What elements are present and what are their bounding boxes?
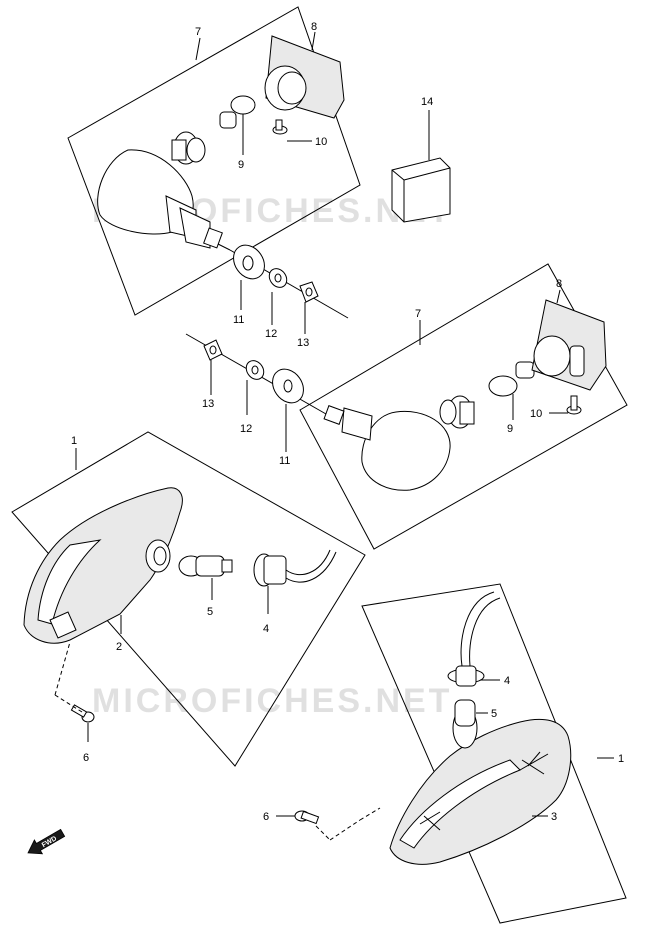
callout-6-lower-right: 6 (263, 811, 269, 823)
callout-11-upper: 11 (233, 314, 244, 326)
callout-9-upper-right: 9 (507, 423, 513, 435)
mount-hardware-lower: 13 12 11 (185, 333, 327, 467)
bulb-upper-right (488, 361, 535, 397)
callout-1-lower-right: 1 (618, 753, 624, 765)
callout-4-lower-left: 4 (263, 623, 269, 635)
callout-1-lower-left: 1 (71, 435, 77, 447)
bulb-lower-right (452, 699, 478, 749)
callout-8-upper-right: 8 (556, 278, 562, 290)
front-turn-signal-left-group: 1 2 5 4 6 (11, 431, 366, 767)
callout-4-lower-right: 4 (504, 675, 510, 687)
screw-upper-left (272, 119, 288, 135)
callout-2: 2 (116, 641, 122, 653)
front-turn-signal-right-group: 4 5 1 3 6 (263, 583, 627, 924)
callout-7-upper-right: 7 (415, 308, 421, 320)
screw-upper-right (566, 395, 582, 415)
turn-signal-housing-upper-left (97, 149, 231, 251)
callout-10-upper-left: 10 (315, 136, 327, 148)
rear-turn-signal-right-group: 7 8 9 10 (299, 263, 628, 550)
group-frame-upper-right (299, 263, 628, 550)
callout-3: 3 (551, 811, 557, 823)
callout-6-lower-left: 6 (83, 752, 89, 764)
lens-upper-left (264, 35, 345, 119)
callout-13-upper: 13 (297, 337, 309, 349)
flasher-relay: 14 (391, 96, 451, 223)
callout-14: 14 (421, 96, 433, 108)
callout-5-lower-right: 5 (491, 708, 497, 720)
group-frame-upper-left (67, 6, 361, 316)
callout-11-lower: 11 (279, 455, 290, 467)
turn-signal-housing-lower-right (389, 718, 572, 865)
turn-signal-housing-upper-right (323, 405, 451, 491)
callout-8-upper-left: 8 (311, 21, 317, 33)
bulb-lower-left (178, 555, 233, 577)
lens-upper-right (531, 299, 607, 391)
callout-12-lower: 12 (240, 423, 252, 435)
bulb-upper-left (219, 95, 256, 129)
callout-10-upper-right: 10 (530, 408, 542, 420)
screw-lower-right (294, 810, 320, 825)
rear-turn-signal-left-group: 7 8 9 10 (67, 6, 361, 316)
mount-hardware-upper: 11 12 13 (229, 244, 349, 349)
bulb-socket-lower-right (447, 591, 501, 687)
forward-direction-marker: FWD (27, 828, 66, 855)
callout-7-upper-left: 7 (195, 26, 201, 38)
bulb-socket-upper-left (171, 131, 206, 165)
watermark-bottom: MICROFICHES.NET (92, 682, 452, 720)
bulb-socket-upper-right (439, 395, 475, 429)
callout-5-lower-left: 5 (207, 606, 213, 618)
turn-signal-housing-lower-left (23, 487, 183, 644)
callout-12-upper: 12 (265, 328, 277, 340)
callout-9-upper-left: 9 (238, 159, 244, 171)
fwd-label: FWD (41, 835, 58, 849)
bulb-socket-lower-left (253, 549, 337, 587)
arrow-left-icon (27, 828, 66, 855)
group-frame-lower-left (11, 431, 366, 767)
callout-13-lower: 13 (202, 398, 214, 410)
